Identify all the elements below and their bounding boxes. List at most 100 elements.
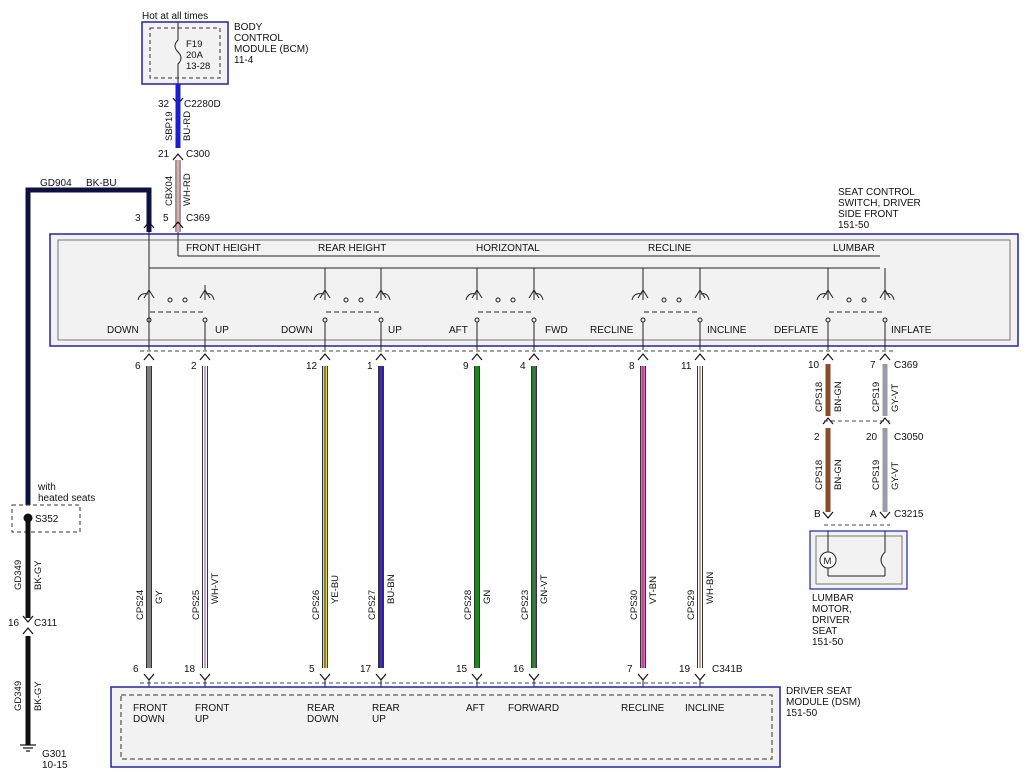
pin-32: 32 xyxy=(158,99,170,110)
pin-top-cps26: 12 xyxy=(306,361,318,372)
dsm-input-1-line-0: FRONT xyxy=(195,703,229,714)
pin-bottom-cps26: 5 xyxy=(309,664,315,675)
lumbar-pin-b: B xyxy=(814,509,821,520)
connector-c369-top: C369 xyxy=(186,213,210,224)
switch-lumbar xyxy=(816,268,895,350)
label-up-front: UP xyxy=(215,325,229,336)
color-bn-gn-upper: BN-GN xyxy=(833,381,844,412)
function-lumbar: LUMBAR xyxy=(833,243,875,254)
heated-seats-line-2: heated seats xyxy=(38,493,95,504)
color-bk-gy-upper: BK-GY xyxy=(33,560,44,590)
dsm-input-6-line-0: RECLINE xyxy=(621,703,665,714)
connector-c341b-pin-cps27 xyxy=(375,673,387,681)
bcm-name-line-4: 11-4 xyxy=(234,55,254,66)
label-up-rear: UP xyxy=(388,325,402,336)
label-aft: AFT xyxy=(449,325,468,336)
lumbar-connector-c369 xyxy=(822,353,891,519)
color-cps28: GN xyxy=(482,590,493,604)
connector-c311: C311 xyxy=(34,618,58,629)
label-deflate: DEFLATE xyxy=(774,325,819,336)
connector-c3050: C3050 xyxy=(894,432,924,443)
circuit-cps30: CPS30 xyxy=(629,590,640,620)
hot-at-all-times-label: Hot at all times xyxy=(142,11,208,22)
connector-c369-pin-5 xyxy=(172,221,184,229)
color-wh-rd: WH-RD xyxy=(182,173,193,206)
color-gy-vt-upper: GY-VT xyxy=(890,384,901,412)
dsm-input-3-line-0: REAR xyxy=(372,703,400,714)
connector-c369-pin-cps27 xyxy=(375,353,387,361)
switch-horizontal xyxy=(465,268,544,350)
color-cps26: YE-BU xyxy=(330,575,341,604)
motor-icon xyxy=(819,551,837,569)
pin-top-cps30: 8 xyxy=(629,361,635,372)
pin-top-cps23: 4 xyxy=(520,361,526,372)
function-front-height: FRONT HEIGHT xyxy=(186,243,261,254)
circuit-sbp19: SBP19 xyxy=(164,111,175,141)
bcm-name-line-3: MODULE (BCM) xyxy=(234,44,308,55)
dsm-input-5-line-0: FORWARD xyxy=(508,703,559,714)
ground-ref-10-15: 10-15 xyxy=(42,760,68,771)
pin-top-cps28: 9 xyxy=(463,361,469,372)
pin-top-cps27: 1 xyxy=(367,361,373,372)
function-rear-height: REAR HEIGHT xyxy=(318,243,386,254)
switch-name-line-1: SEAT CONTROL xyxy=(838,187,915,198)
color-bk-bu: BK-BU xyxy=(86,178,117,189)
lumbar-connector-c369-label: C369 xyxy=(894,360,918,371)
function-recline: RECLINE xyxy=(648,243,692,254)
circuit-cps29: CPS29 xyxy=(686,590,697,620)
bcm-inner-dashed xyxy=(149,27,221,79)
circuit-cps19-upper: CPS19 xyxy=(871,382,882,412)
pin-3: 3 xyxy=(135,213,141,224)
switch-name-line-2: SWITCH, DRIVER xyxy=(838,198,921,209)
label-incline: INCLINE xyxy=(707,325,747,336)
connector-c300: C300 xyxy=(186,149,210,160)
fuse-f19: F19 xyxy=(186,39,202,50)
fuse-symbol xyxy=(174,22,182,84)
pin-21: 21 xyxy=(158,149,170,160)
connector-c369-pin-cps30 xyxy=(637,353,649,361)
pin-5: 5 xyxy=(163,213,169,224)
pin-bottom-cps30: 7 xyxy=(627,664,633,675)
pin-bottom-cps28: 15 xyxy=(456,664,468,675)
connector-c341b-pin-cps30 xyxy=(637,673,649,681)
dsm-input-7-line-0: INCLINE xyxy=(685,703,725,714)
label-recline: RECLINE xyxy=(590,325,634,336)
pin-top-cps24: 6 xyxy=(135,361,141,372)
connector-c341b-pin-cps23 xyxy=(528,673,540,681)
circuit-cps27: CPS27 xyxy=(367,590,378,620)
lumbar-pin-a: A xyxy=(870,509,877,520)
label-inflate: INFLATE xyxy=(891,325,932,336)
connector-c3215: C3215 xyxy=(894,509,924,520)
switch-rear-height xyxy=(313,268,391,350)
color-cps29: WH-BN xyxy=(705,572,716,604)
circuit-cps25: CPS25 xyxy=(191,590,202,620)
lumbar-pin-7: 7 xyxy=(870,360,876,371)
connector-c2280d: C2280D xyxy=(184,99,221,110)
lumbar-pin-20: 20 xyxy=(866,432,878,443)
ground-symbol-icon xyxy=(20,744,36,752)
connector-c369-pin-cps26 xyxy=(319,353,331,361)
connector-c369-pin-cps28 xyxy=(471,353,483,361)
heated-seats-line-1: with xyxy=(37,482,56,493)
circuit-cps18-lower: CPS18 xyxy=(814,460,825,490)
color-bn-gn-lower: BN-GN xyxy=(833,459,844,490)
color-bu-rd: BU-RD xyxy=(182,111,193,141)
ground-g301: G301 xyxy=(42,749,67,760)
connector-c369-pin-cps23 xyxy=(528,353,540,361)
connector-c369-pin-3 xyxy=(143,221,155,229)
bcm-name-line-1: BODY xyxy=(234,22,263,33)
motor-symbol: M xyxy=(824,556,832,567)
pin-bottom-cps27: 17 xyxy=(360,664,372,675)
connector-c300-pin xyxy=(172,153,184,161)
bcm-name-line-2: CONTROL xyxy=(234,33,283,44)
color-bk-gy-lower: BK-GY xyxy=(33,681,44,711)
pin-bottom-cps24: 6 xyxy=(133,664,139,675)
lumbar-name-line-3: DRIVER xyxy=(812,615,850,626)
dsm-input-2-line-0: REAR xyxy=(307,703,335,714)
bcm-box xyxy=(141,21,229,85)
switch-name-line-4: 151-50 xyxy=(838,220,870,231)
dsm-input-2-line-1: DOWN xyxy=(307,714,339,725)
lumbar-pin-2: 2 xyxy=(814,432,820,443)
connector-c341b-pin-cps29 xyxy=(694,673,706,681)
